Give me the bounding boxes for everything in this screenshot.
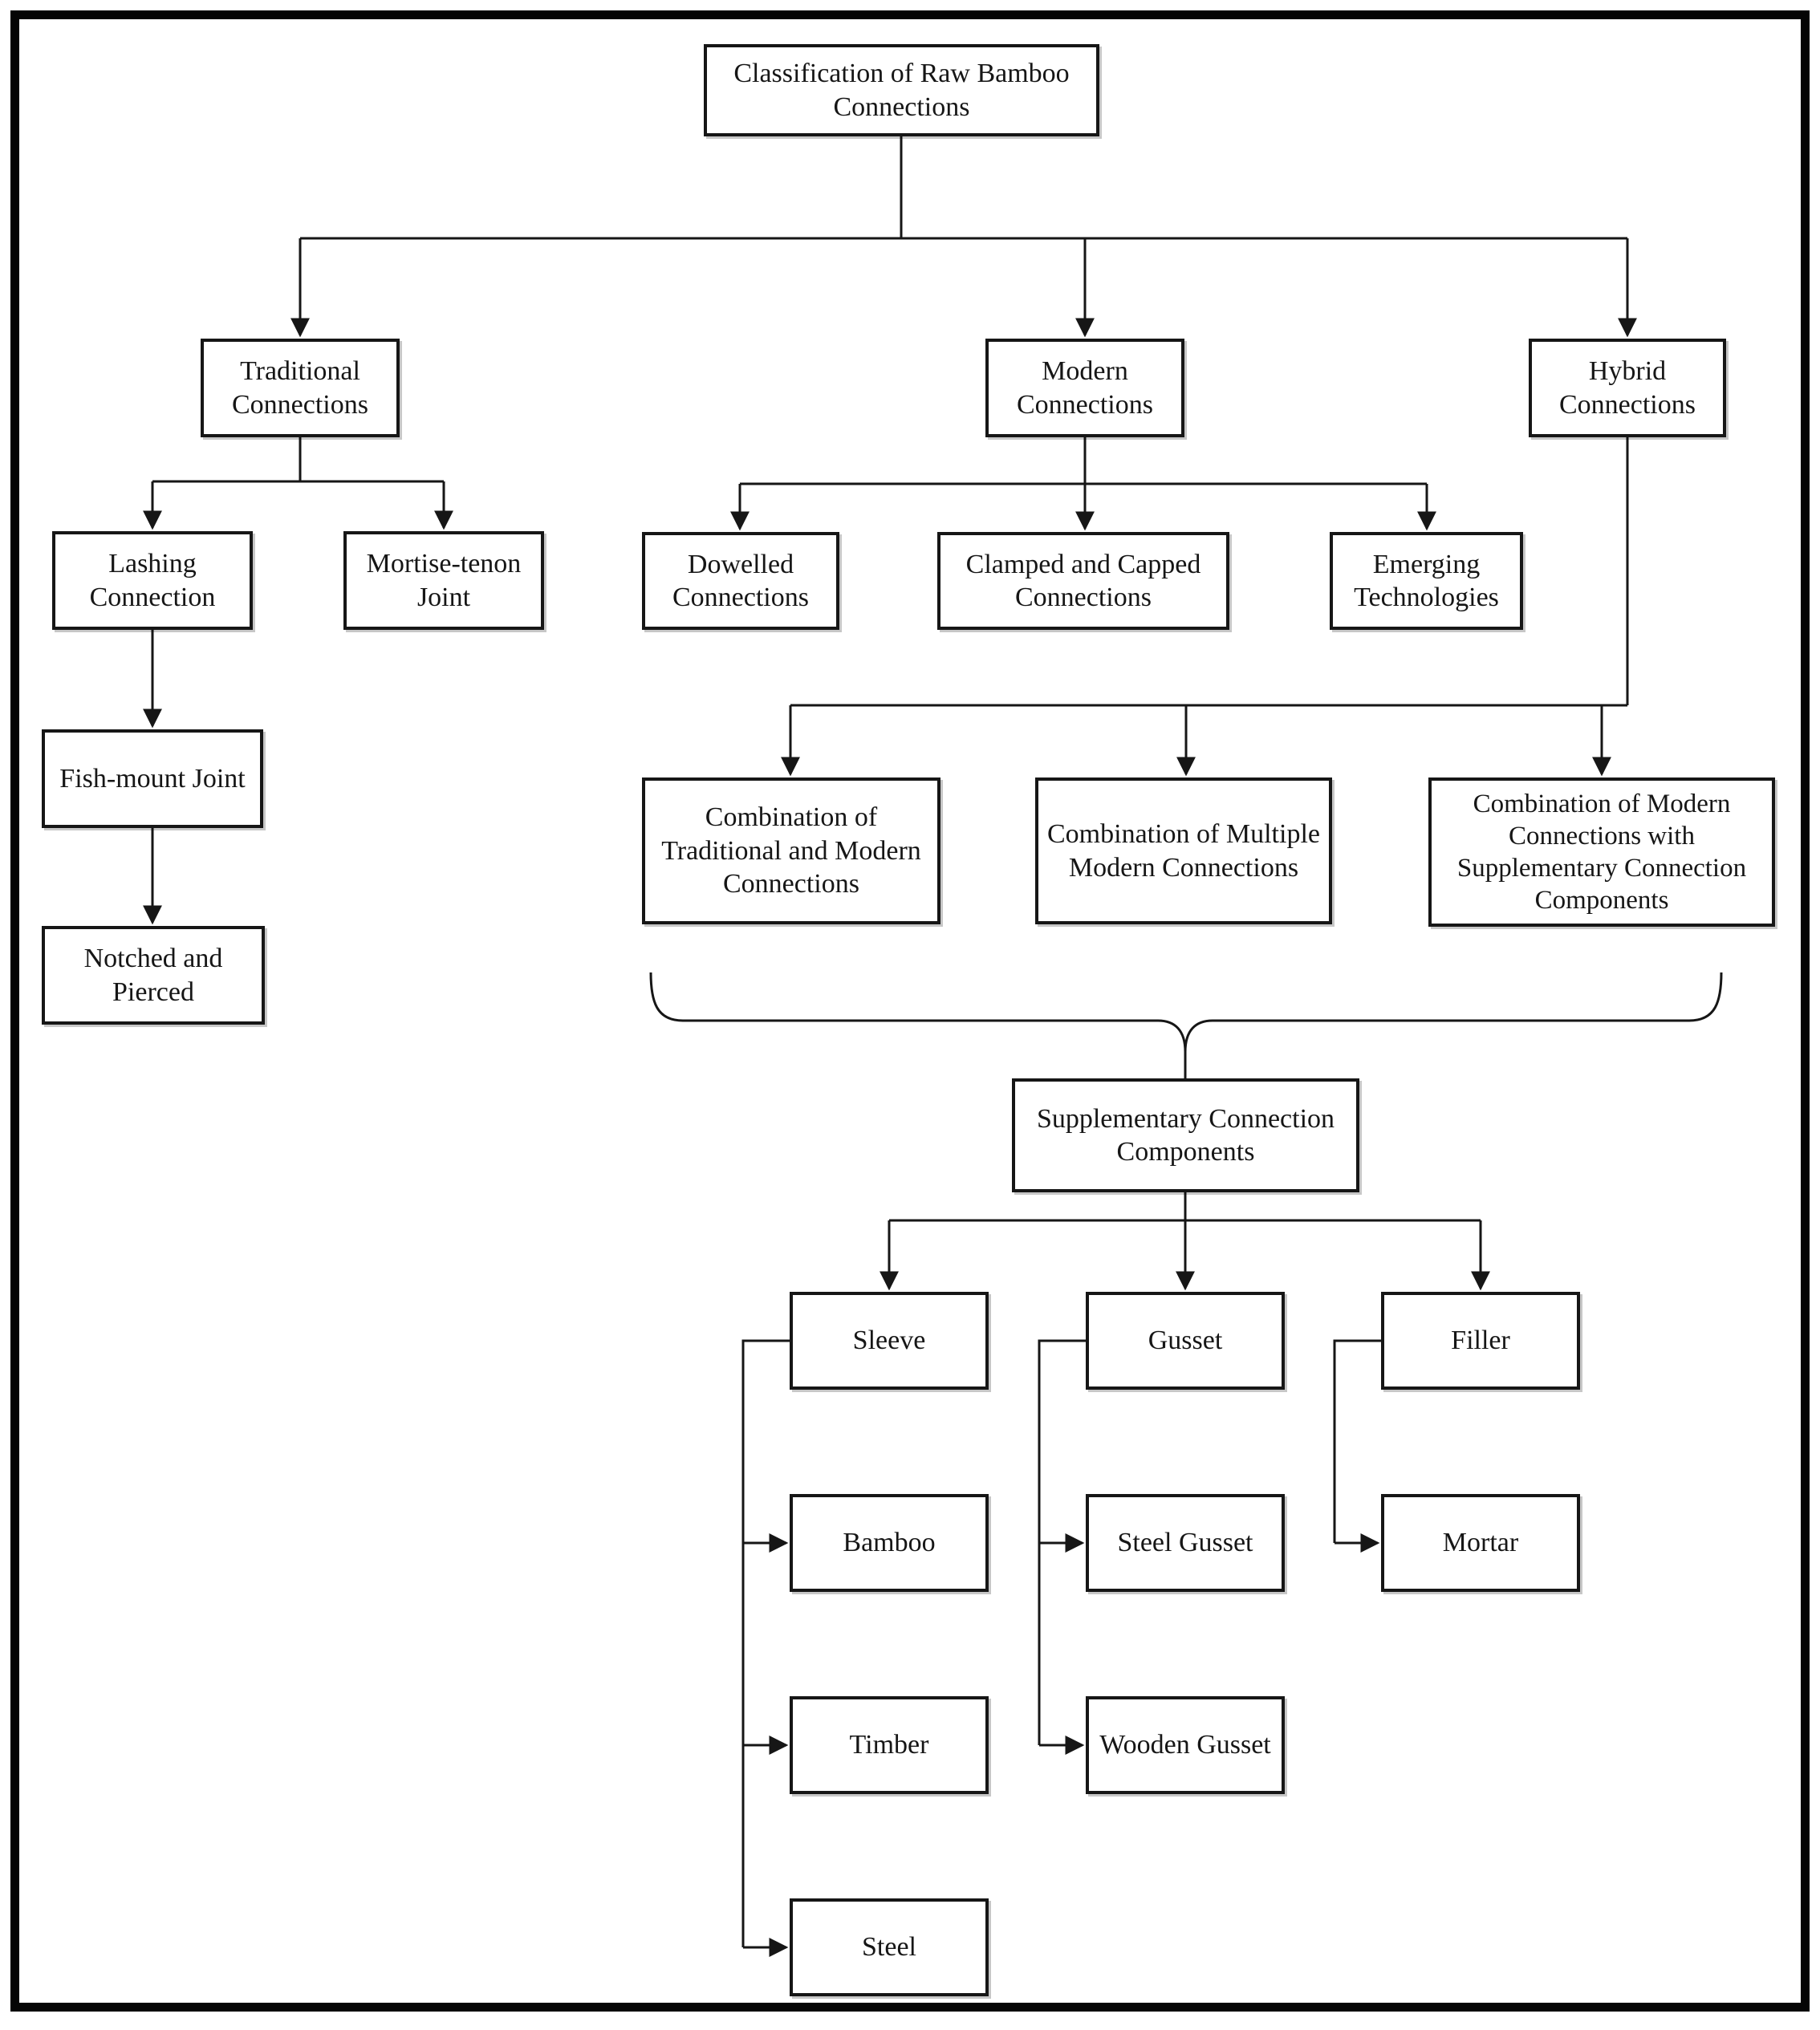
node-clamped-and-capped-connections: Clamped and Capped Connections (937, 532, 1229, 630)
node-hybrid-connections: Hybrid Connections (1529, 339, 1726, 437)
node-steel-gusset: Steel Gusset (1086, 1494, 1285, 1592)
node-mortise-tenon-joint: Mortise-tenon Joint (343, 531, 544, 630)
node-emerging-technologies: Emerging Technologies (1330, 532, 1523, 630)
node-sleeve: Sleeve (790, 1292, 989, 1390)
node-dowelled-connections: Dowelled Connections (642, 532, 839, 630)
node-classification-of-raw-bamboo-connections: Classification of Raw Bamboo Connections (704, 44, 1099, 136)
node-timber: Timber (790, 1696, 989, 1794)
node-bamboo: Bamboo (790, 1494, 989, 1592)
node-fish-mount-joint: Fish-mount Joint (42, 729, 263, 828)
node-filler: Filler (1381, 1292, 1580, 1390)
node-modern-connections: Modern Connections (985, 339, 1184, 437)
node-steel: Steel (790, 1898, 989, 1996)
node-combination-of-traditional-and-modern-connections: Combination of Traditional and Modern Co… (642, 777, 940, 924)
node-combination-of-multiple-modern-connections: Combination of Multiple Modern Connectio… (1035, 777, 1332, 924)
node-notched-and-pierced: Notched and Pierced (42, 926, 265, 1025)
node-mortar: Mortar (1381, 1494, 1580, 1592)
node-combination-of-modern-connections-with-supplementary-connection-components: Combination of Modern Connections with S… (1428, 777, 1775, 927)
node-supplementary-connection-components: Supplementary Connection Components (1012, 1078, 1359, 1192)
node-wooden-gusset: Wooden Gusset (1086, 1696, 1285, 1794)
node-lashing-connection: Lashing Connection (52, 531, 253, 630)
node-gusset: Gusset (1086, 1292, 1285, 1390)
node-traditional-connections: Traditional Connections (201, 339, 400, 437)
